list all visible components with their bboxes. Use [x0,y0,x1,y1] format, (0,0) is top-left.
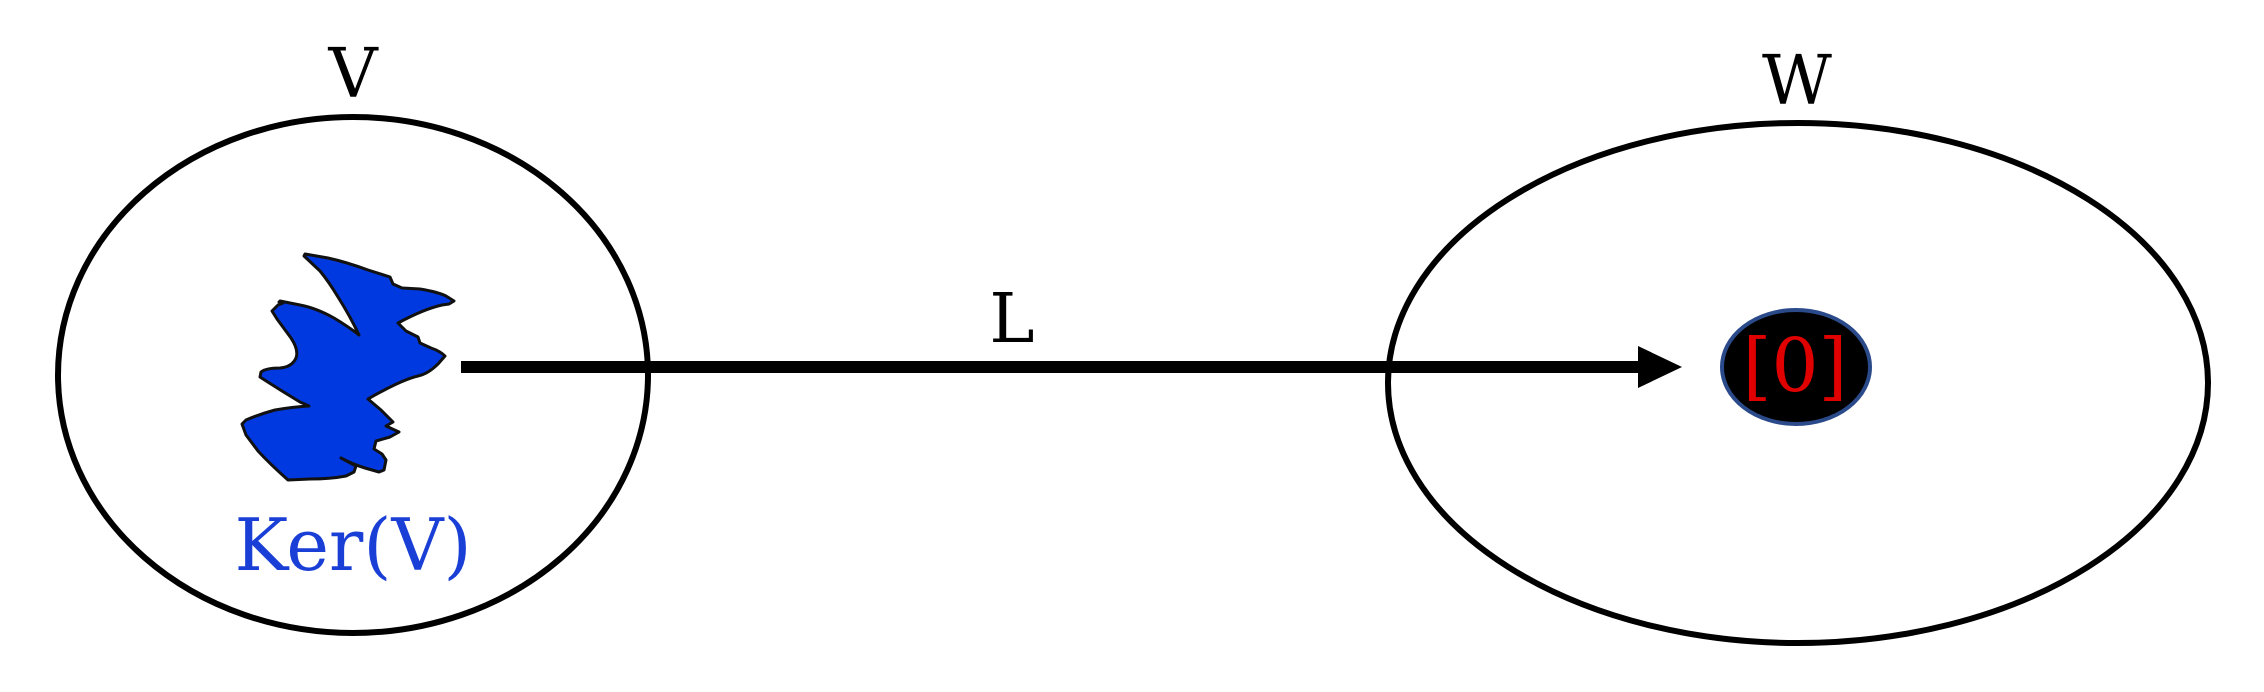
codomain-set-w [1385,120,2211,646]
zero-label: [0] [1742,323,1848,409]
domain-set-v [55,114,651,636]
kernel-label: Ker(V) [234,503,472,587]
codomain-label: W [1762,42,1832,121]
zero-element [1720,308,1872,426]
domain-label: V [328,35,378,114]
arrow-right-icon [1638,346,1682,388]
kernel-region-blob [240,252,456,482]
map-label: L [989,280,1035,359]
